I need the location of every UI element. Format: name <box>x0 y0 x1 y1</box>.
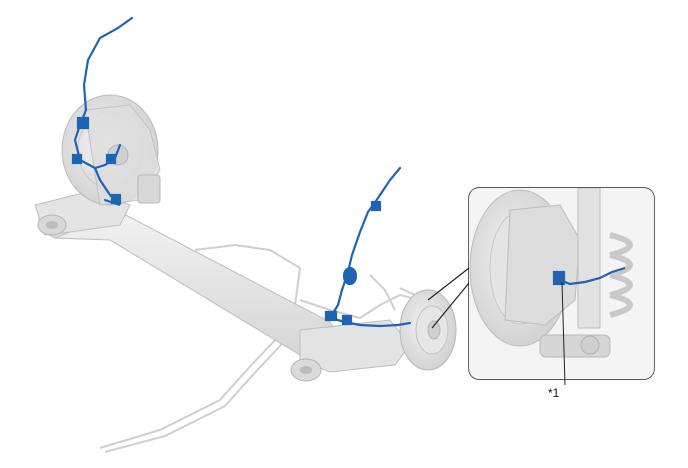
zoom-leader-lines <box>427 267 470 329</box>
callout-leader-1 <box>561 281 566 386</box>
zoomed-brake-detail <box>469 188 654 379</box>
left-speed-sensor-harness <box>71 16 134 207</box>
detail-zoom-frame <box>468 187 655 380</box>
right-trailing-arm <box>290 319 411 382</box>
torsion-beam <box>38 209 346 356</box>
callout-label-1: *1 <box>548 386 560 400</box>
right-brake-drum <box>399 289 457 371</box>
right-speed-sensor-harness <box>324 166 412 328</box>
